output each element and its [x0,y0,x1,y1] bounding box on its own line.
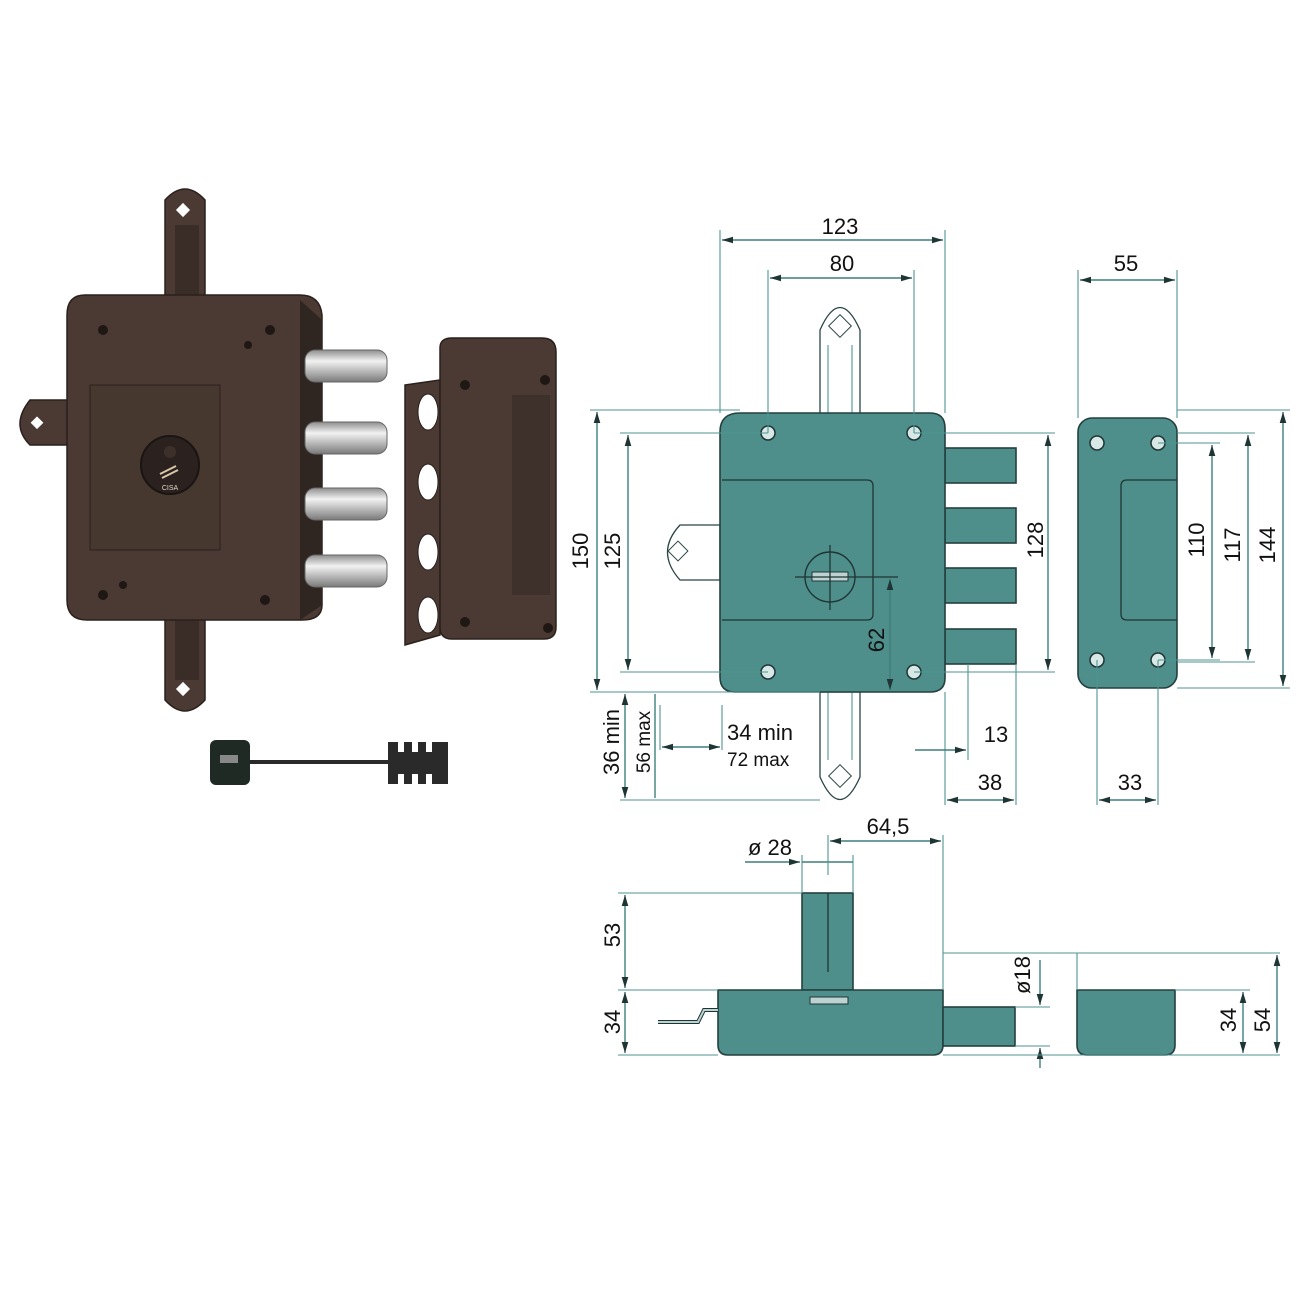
dim-bolt-offset: 13 [984,722,1008,747]
lock-photo: CISA [19,188,557,785]
strike-bar-top [819,307,861,416]
key [210,740,448,785]
dim-keeper-total: 54 [1250,1008,1275,1032]
keeper [404,337,557,646]
dimension-lines [590,230,1055,805]
cylinder-escutcheon: CISA [140,435,200,495]
dim-body-depth: 34 [600,1010,625,1034]
dim-backset-min: 34 min [727,720,793,745]
bottom-dimension-lines [618,835,1281,1068]
dim-backset-max: 72 max [727,750,790,771]
dim-hole-height: 125 [600,533,625,570]
brand-logo-text: CISA [162,485,179,492]
dim-side-width: 55 [1114,251,1138,276]
top-strike-bar [164,188,206,305]
side-tab [19,399,71,446]
dim-bolt-span: 128 [1023,522,1048,559]
keeper-drawing [1077,417,1178,689]
dim-hole-spacing: 80 [830,251,854,276]
deadbolts [304,349,388,588]
bolts-drawing [944,447,1017,665]
dim-plate-max: 56 max [634,710,655,773]
bottom-view: 53 34 ø 28 64,5 ø18 34 54 [600,814,1281,1068]
dim-cylinder-length: 53 [600,923,625,947]
dim-bolt-projection: 38 [978,770,1002,795]
keyhole-icon [795,545,898,610]
lock-body-bottom [717,989,944,1056]
bottom-strike-bar [164,609,206,712]
front-view: 123 80 150 125 128 62 36 min 56 max 34 m… [568,214,1055,805]
dim-side-height: 144 [1255,527,1280,564]
screw-icons [98,325,275,605]
dim-cylinder-diameter: ø 28 [748,835,792,860]
side-view: 55 110 117 144 33 [1077,251,1290,805]
dim-cylinder-offset: 64,5 [867,814,910,839]
bolt-drawing [942,1006,1016,1047]
dim-side-hole-spacing: 33 [1118,770,1142,795]
dim-overall-height: 150 [568,533,593,570]
dim-bolt-diameter: ø18 [1010,956,1035,994]
side-tab-drawing [667,524,721,581]
dim-key-center: 62 [864,628,889,652]
keeper-bottom [1076,989,1176,1056]
strike-bar-bottom [819,691,861,800]
cisa-logo [159,465,179,479]
dim-side-hole-height: 117 [1220,527,1245,562]
side-dimension-lines [1077,270,1290,805]
dim-keeper-depth: 34 [1216,1008,1241,1032]
dim-side-inner-height: 110 [1184,522,1209,557]
dim-plate-min: 36 min [599,709,624,775]
dim-overall-width: 123 [822,214,859,239]
